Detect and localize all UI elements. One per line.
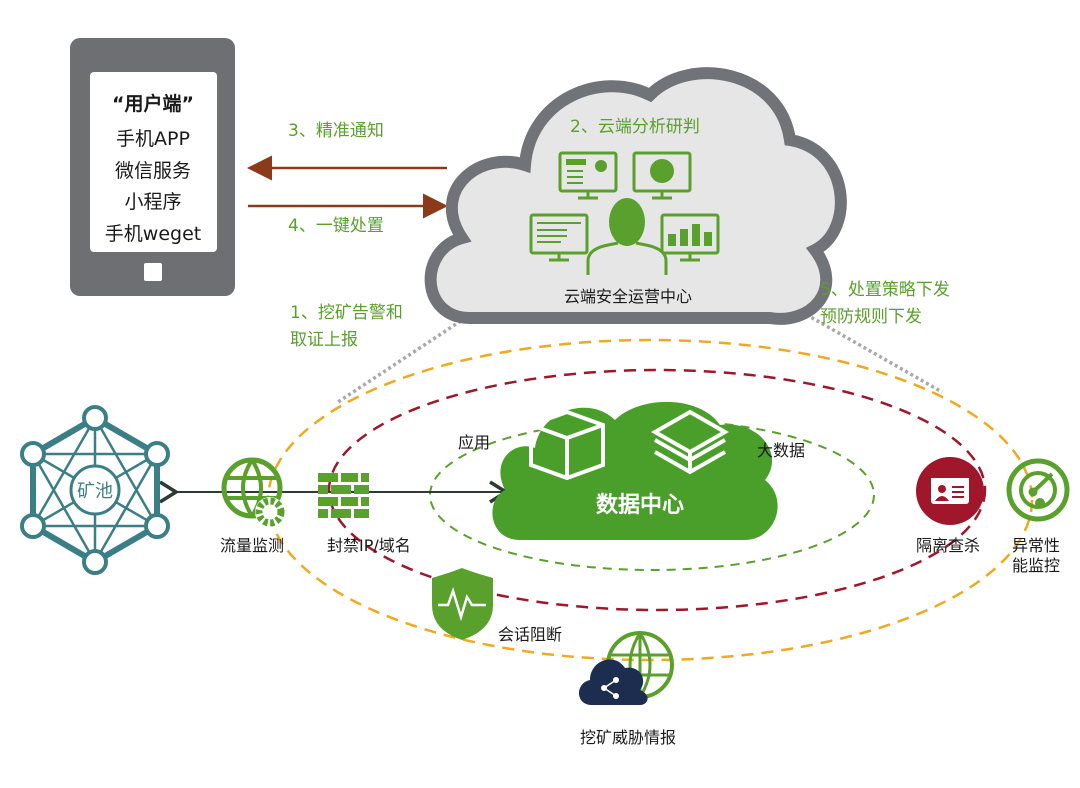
step2-label: 2、云端分析研判 (570, 117, 700, 137)
radar-icon (1006, 458, 1070, 522)
home-button-icon (144, 263, 162, 281)
app-label: 应用 (458, 433, 490, 452)
step1-label-line1: 1、挖矿告警和 (290, 303, 403, 323)
step5-label-line2: 预防规则下发 (820, 307, 922, 327)
analyst-person-icon (586, 198, 668, 275)
firewall-icon (318, 473, 369, 518)
monitor-pie-icon (632, 151, 692, 200)
step3-label: 3、精准通知 (288, 121, 384, 141)
anomaly-monitor-label-line2: 能监控 (1012, 556, 1060, 575)
step4-label: 4、一键处置 (288, 216, 384, 236)
user-item: 小程序 (124, 191, 181, 213)
bigdata-label: 大数据 (757, 441, 805, 460)
user-item: 微信服务 (115, 160, 191, 182)
phone-user-side: “用户端” 手机APP 微信服务 小程序 手机weget (70, 38, 235, 296)
shield-pulse-icon (432, 568, 493, 640)
monitor-bars-icon (660, 213, 720, 262)
globe-share-cloud-icon (578, 631, 674, 705)
mining-pool-icon: 矿池 (20, 405, 170, 575)
block-ip-label: 封禁IP/域名 (327, 536, 411, 555)
data-center-cloud: 数据中心 (492, 401, 778, 540)
step5-label-line1: 5、处置策略下发 (820, 280, 950, 300)
traffic-monitor-label: 流量监测 (220, 536, 284, 555)
cloud-soc: 2、云端分析研判 云端安全运营中心 (424, 67, 847, 325)
globe-gear-icon (221, 457, 285, 527)
session-block-label: 会话阻断 (498, 625, 562, 644)
mining-pool-label: 矿池 (77, 481, 113, 502)
user-side-title: “用户端” (112, 92, 194, 115)
isolate-kill-label: 隔离查杀 (916, 536, 980, 555)
data-center-label: 数据中心 (596, 492, 684, 518)
threat-intel-label: 挖矿威胁情报 (580, 728, 676, 747)
cloud-center-label: 云端安全运营中心 (564, 287, 692, 306)
monitor-text-icon (529, 213, 589, 262)
user-item: 手机weget (105, 223, 201, 245)
stack-box-icon (650, 409, 730, 475)
cube-icon (529, 409, 605, 481)
anomaly-monitor-label-line1: 异常性 (1012, 536, 1060, 555)
step1-label-line2: 取证上报 (290, 330, 358, 350)
user-item: 手机APP (116, 128, 190, 150)
monitor-dashboard-icon (558, 151, 618, 200)
id-card-icon (916, 457, 984, 525)
dotted-link-right (701, 253, 943, 394)
